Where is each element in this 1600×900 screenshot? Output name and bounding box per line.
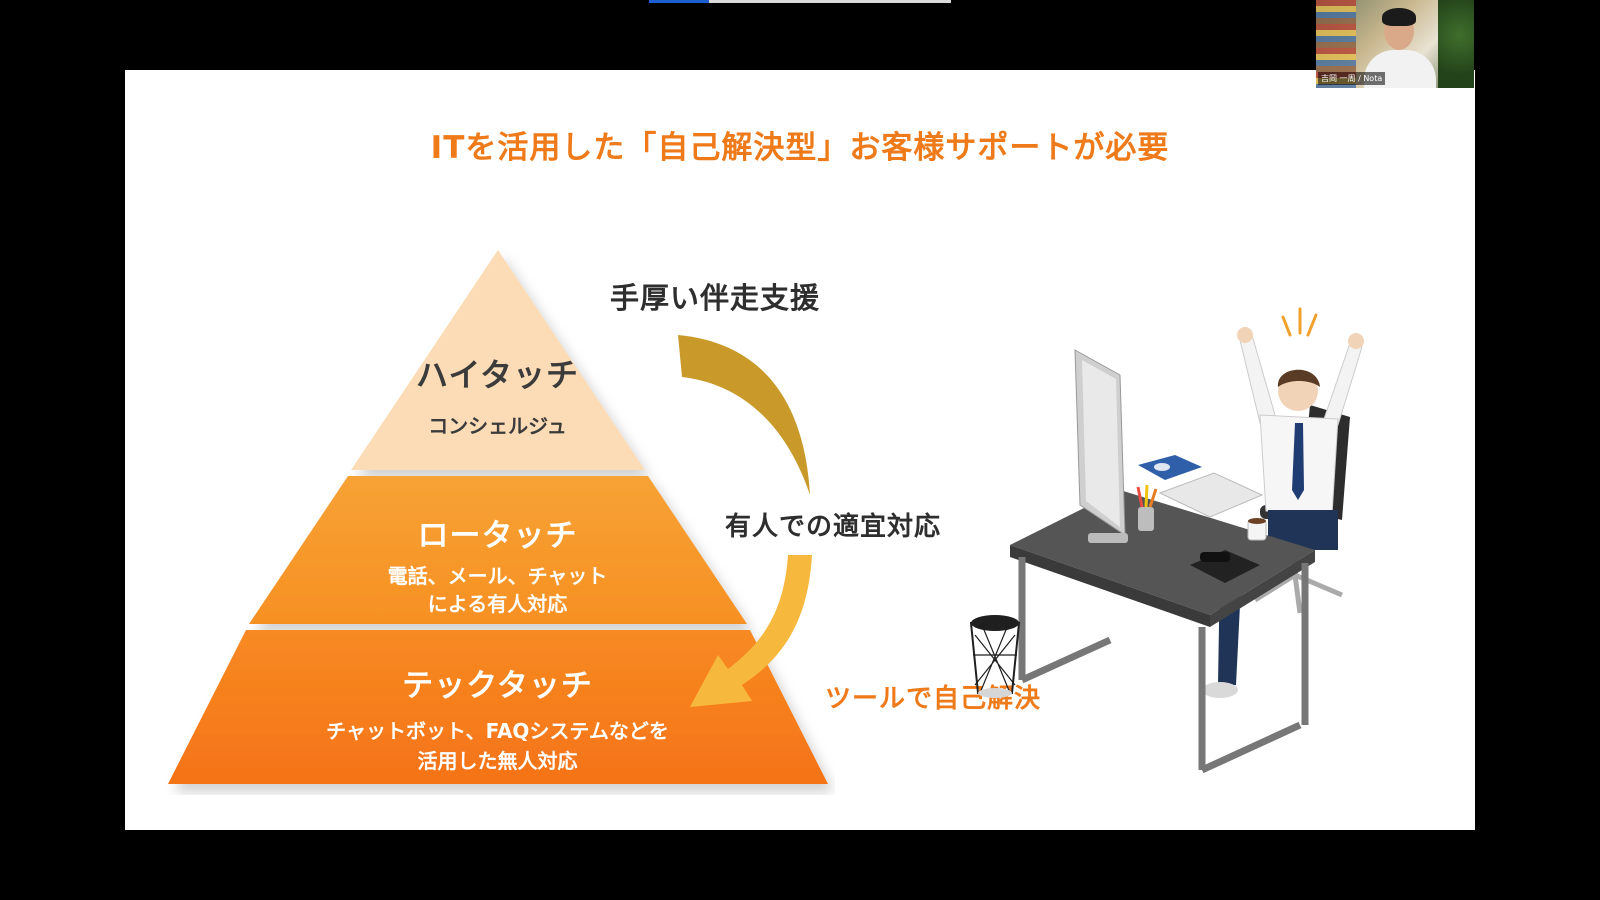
low-touch-sub: 電話、メール、チャット による有人対応 [160,562,835,618]
pyramid-tier-high [351,250,645,470]
mouse-pad [1138,455,1202,480]
arrow-lower [690,555,812,707]
joy-lines [1281,307,1318,337]
keyboard-icon [1158,472,1264,518]
label-manned-support: 有人での適宜対応 [725,512,942,542]
participant-hair [1382,8,1416,26]
office-worker-illustration [970,307,1364,774]
high-touch-title: ハイタッチ [415,356,580,394]
low-touch-sub-line2: による有人対応 [427,592,568,616]
tech-touch-sub-line2: 活用した無人対応 [417,749,578,773]
coffee-cup-icon [1247,518,1267,541]
presentation-slide: ITを活用した「自己解決型」お客様サポートが必要 ハイタッチ コン [125,70,1475,830]
screen-share-indicator [649,0,951,3]
desk-phone-icon [1190,550,1260,583]
plant-background [1438,0,1474,88]
pyramid-tier-low [249,476,747,624]
pyramid-tier-tech [168,630,828,784]
pyramid-graphic [168,250,828,784]
tech-touch-sub: チャットボット、FAQシステムなどを 活用した無人対応 [160,716,835,776]
screen-share-indicator-active [649,0,709,3]
label-hands-on-support: 手厚い伴走支援 [610,281,821,315]
tech-touch-title: テックタッチ [402,668,593,704]
monitor [1074,349,1128,543]
participant-name-label: 吉岡 一周 / Nota [1318,72,1386,85]
slide-title: ITを活用した「自己解決型」お客様サポートが必要 [430,130,1170,166]
support-pyramid: ハイタッチ コンシェルジュ ロータッチ 電話、メール、チャット による有人対応 … [160,250,835,795]
participant-video-tile[interactable]: 吉岡 一周 / Nota [1316,0,1474,88]
arrow-upper [678,335,810,495]
low-touch-sub-line1: 電話、メール、チャット [387,564,608,588]
desk [1010,490,1315,774]
trash-bin-icon [970,615,1021,698]
transition-arrow [678,335,812,707]
pen-holder-icon [1136,484,1158,531]
high-touch-sub: コンシェルジュ [428,414,567,438]
low-touch-title: ロータッチ [417,518,578,554]
tech-touch-sub-line1: チャットボット、FAQシステムなどを [326,719,669,743]
